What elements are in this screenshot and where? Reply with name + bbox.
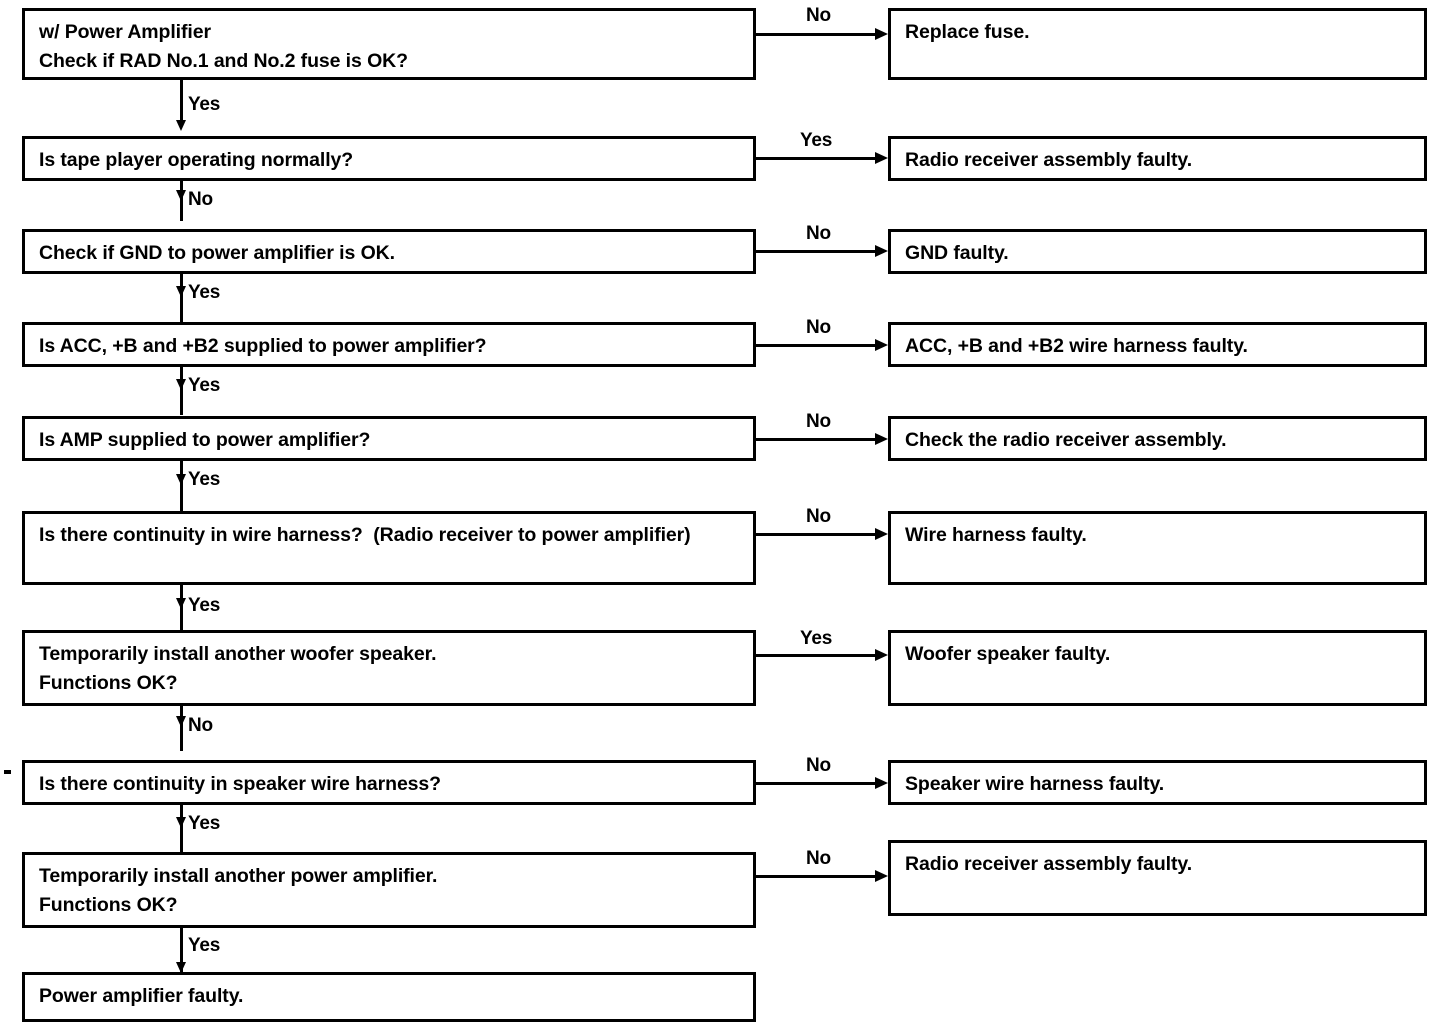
decision-box-4-text: Is ACC, +B and +B2 supplied to power amp…: [39, 335, 487, 357]
decision-box-6-text: Is there continuity in wire harness? (Ra…: [39, 524, 691, 546]
decision-box-5-text: Is AMP supplied to power amplifier?: [39, 429, 371, 451]
result-box-6[interactable]: Wire harness faulty.: [888, 511, 1427, 585]
result-box-3-text: GND faulty.: [905, 242, 1009, 264]
result-box-1[interactable]: Replace fuse.: [888, 8, 1427, 80]
flow-connector-5: [180, 461, 183, 511]
flow-arrowhead-7: [176, 716, 186, 727]
branch-label-5: No: [806, 411, 831, 432]
branch-connector-3: [756, 250, 878, 253]
result-box-8[interactable]: Speaker wire harness faulty.: [888, 760, 1427, 805]
branch-connector-4: [756, 344, 878, 347]
branch-label-9: No: [806, 848, 831, 869]
flow-arrowhead-5: [176, 474, 186, 485]
flow-label-7: No: [188, 715, 213, 736]
branch-arrowhead-3: [875, 245, 888, 257]
flow-arrowhead-8: [176, 817, 186, 828]
result-box-1-text: Replace fuse.: [905, 21, 1030, 43]
branch-arrowhead-9: [875, 870, 888, 882]
flow-connector-1: [180, 80, 183, 124]
branch-arrowhead-4: [875, 339, 888, 351]
flow-label-4: Yes: [188, 375, 221, 396]
flow-label-1: Yes: [188, 94, 221, 115]
branch-label-4: No: [806, 317, 831, 338]
branch-connector-1: [756, 33, 878, 36]
branch-arrowhead-2: [875, 152, 888, 164]
flow-arrowhead-2: [176, 190, 186, 201]
flow-label-8: Yes: [188, 813, 221, 834]
branch-label-8: No: [806, 755, 831, 776]
flow-label-5: Yes: [188, 469, 221, 490]
branch-arrowhead-5: [875, 433, 888, 445]
flow-connector-7: [180, 706, 183, 751]
flow-connector-9: [180, 928, 183, 973]
flow-label-6: Yes: [188, 595, 221, 616]
result-box-7[interactable]: Woofer speaker faulty.: [888, 630, 1427, 706]
result-box-7-text: Woofer speaker faulty.: [905, 643, 1111, 665]
flow-connector-2: [180, 181, 183, 221]
result-box-8-text: Speaker wire harness faulty.: [905, 773, 1165, 795]
flow-arrowhead-6: [176, 598, 186, 609]
branch-label-6: No: [806, 506, 831, 527]
decision-box-5[interactable]: Is AMP supplied to power amplifier?: [22, 416, 756, 461]
flow-arrowhead-3: [176, 286, 186, 297]
branch-arrowhead-1: [875, 28, 888, 40]
flow-label-3: Yes: [188, 282, 221, 303]
decision-box-1[interactable]: w/ Power Amplifier Check if RAD No.1 and…: [22, 8, 756, 80]
result-box-2[interactable]: Radio receiver assembly faulty.: [888, 136, 1427, 181]
result-box-5[interactable]: Check the radio receiver assembly.: [888, 416, 1427, 461]
branch-connector-2: [756, 157, 878, 160]
flow-connector-4: [180, 367, 183, 415]
decision-box-8-text: Is there continuity in speaker wire harn…: [39, 773, 441, 795]
decision-box-9-text: Temporarily install another power amplif…: [39, 865, 438, 916]
terminal-box-10-text: Power amplifier faulty.: [39, 985, 244, 1007]
decision-box-3-text: Check if GND to power amplifier is OK.: [39, 242, 395, 264]
decision-box-9[interactable]: Temporarily install another power amplif…: [22, 852, 756, 928]
branch-connector-8: [756, 782, 878, 785]
result-box-4[interactable]: ACC, +B and +B2 wire harness faulty.: [888, 322, 1427, 367]
branch-arrowhead-8: [875, 777, 888, 789]
flow-arrowhead-4: [176, 379, 186, 390]
branch-arrowhead-6: [875, 528, 888, 540]
result-box-3[interactable]: GND faulty.: [888, 229, 1427, 274]
decision-box-1-text: w/ Power Amplifier Check if RAD No.1 and…: [39, 21, 408, 72]
branch-label-1: No: [806, 5, 831, 26]
decision-box-7[interactable]: Temporarily install another woofer speak…: [22, 630, 756, 706]
branch-connector-9: [756, 875, 878, 878]
terminal-box-10[interactable]: Power amplifier faulty.: [22, 972, 756, 1022]
decision-box-8[interactable]: Is there continuity in speaker wire harn…: [22, 760, 756, 805]
flow-arrowhead-1: [176, 120, 186, 131]
decision-box-4[interactable]: Is ACC, +B and +B2 supplied to power amp…: [22, 322, 756, 367]
branch-label-7: Yes: [800, 628, 833, 649]
decision-box-2-text: Is tape player operating normally?: [39, 149, 354, 171]
flow-arrowhead-9: [176, 962, 186, 973]
result-box-4-text: ACC, +B and +B2 wire harness faulty.: [905, 335, 1248, 357]
branch-arrowhead-7: [875, 649, 888, 661]
decision-box-7-text: Temporarily install another woofer speak…: [39, 643, 437, 694]
flow-connector-8: [180, 805, 183, 853]
flow-connector-3: [180, 274, 183, 322]
decision-box-6[interactable]: Is there continuity in wire harness? (Ra…: [22, 511, 756, 585]
flow-label-2: No: [188, 189, 213, 210]
decision-box-3[interactable]: Check if GND to power amplifier is OK.: [22, 229, 756, 274]
branch-label-2: Yes: [800, 130, 833, 151]
flow-label-9: Yes: [188, 935, 221, 956]
result-box-2-text: Radio receiver assembly faulty.: [905, 149, 1193, 171]
branch-label-3: No: [806, 223, 831, 244]
result-box-9-text: Radio receiver assembly faulty.: [905, 853, 1193, 875]
branch-connector-5: [756, 438, 878, 441]
result-box-9[interactable]: Radio receiver assembly faulty.: [888, 840, 1427, 916]
decision-box-2[interactable]: Is tape player operating normally?: [22, 136, 756, 181]
scan-artifact-speck: [4, 770, 11, 774]
result-box-5-text: Check the radio receiver assembly.: [905, 429, 1227, 451]
branch-connector-7: [756, 654, 878, 657]
result-box-6-text: Wire harness faulty.: [905, 524, 1087, 546]
branch-connector-6: [756, 533, 878, 536]
